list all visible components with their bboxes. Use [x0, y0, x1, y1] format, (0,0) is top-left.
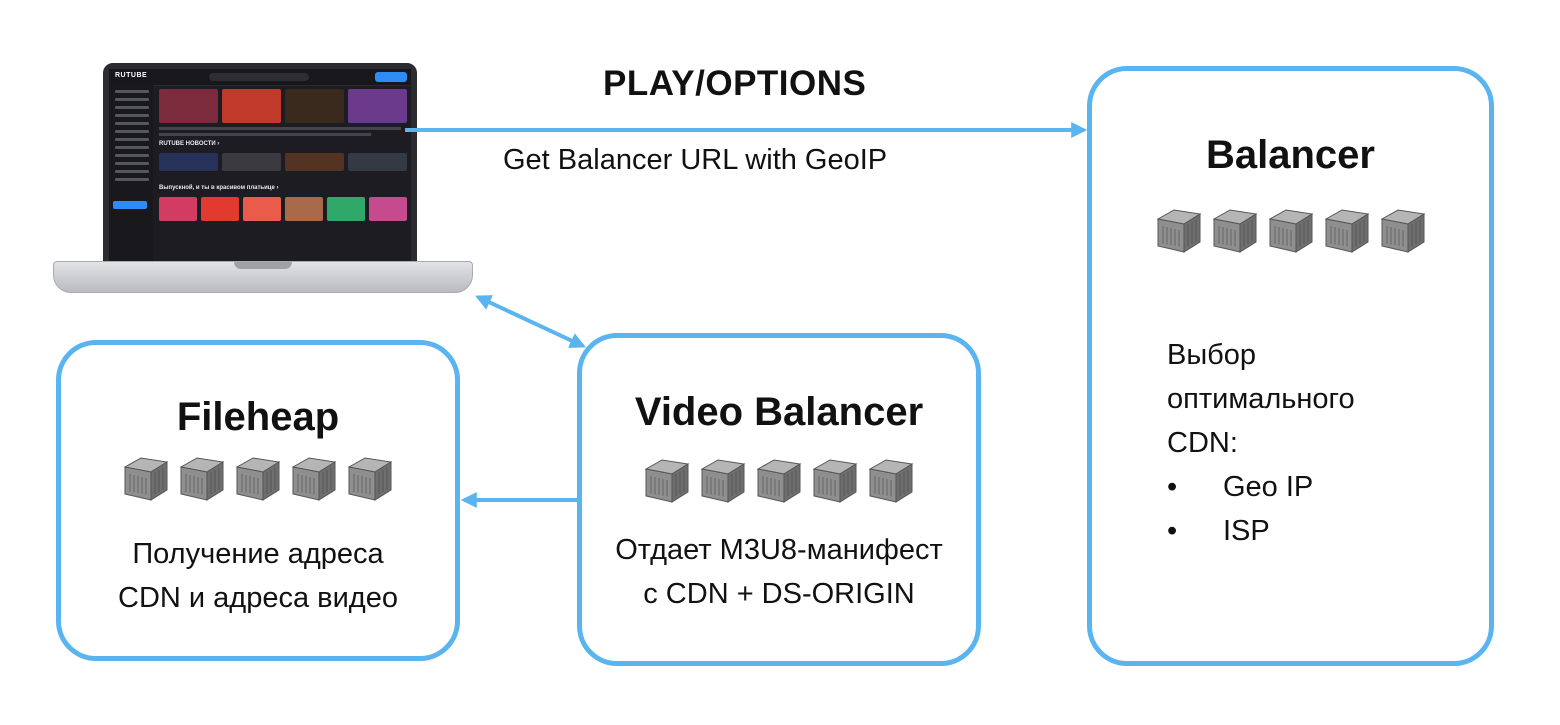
server-icon [700, 459, 746, 503]
server-icon [1212, 209, 1257, 253]
balancer-servers [1092, 206, 1489, 256]
bullet-icon: • [1167, 515, 1178, 547]
fileheap-description: Получение адреса CDN и адреса видео [61, 532, 455, 620]
app-caption-line [159, 133, 371, 136]
arrow-client-video-balancer [475, 295, 586, 348]
app-logo: RUTUBE [115, 72, 148, 79]
fileheap-title: Fileheap [176, 395, 340, 439]
server-icon [123, 457, 169, 501]
fileheap-box: Fileheap Получение адреса CDN и адреса в… [56, 340, 460, 661]
server-icon [1380, 209, 1425, 253]
server-icon [347, 457, 393, 501]
app-login-button [375, 72, 407, 82]
server-icon [1324, 209, 1369, 253]
server-icon [1268, 209, 1313, 253]
app-news-thumbnails [159, 153, 407, 171]
criterion-label: ISP [1223, 515, 1270, 547]
server-icon [756, 459, 802, 503]
fileheap-desc-line: CDN и адреса видео [118, 582, 398, 614]
server-icon [1156, 209, 1201, 253]
request-label: PLAY/OPTIONS [603, 64, 867, 103]
laptop-screen: RUTUBE RUTUBE НОВОСТИ › Выпускной, и ты … [103, 63, 417, 267]
server-icon [812, 459, 858, 503]
video-balancer-desc-line: с CDN + DS-ORIGIN [643, 578, 915, 610]
request-sublabel: Get Balancer URL with GeoIP [503, 144, 888, 176]
video-balancer-title: Video Balancer [634, 390, 924, 434]
app-sidebar [109, 85, 153, 261]
video-balancer-description: Отдает M3U8-манифест с CDN + DS-ORIGIN [582, 528, 976, 616]
video-balancer-box: Video Balancer Отдает M3U8-манифест с CD… [577, 333, 981, 666]
app-section-2: Выпускной, и ты в красивом платьице › [159, 185, 279, 191]
fileheap-desc-line: Получение адреса [132, 538, 384, 570]
balancer-title: Balancer [1206, 133, 1375, 177]
balancer-desc-line: CDN: [1167, 427, 1238, 459]
server-icon [644, 459, 690, 503]
balancer-description: Выбор оптимального CDN: • Geo IP • ISP [1167, 333, 1355, 553]
fileheap-servers [61, 454, 455, 504]
bullet-icon: • [1167, 471, 1178, 503]
app-section-news: RUTUBE НОВОСТИ › [159, 141, 220, 147]
app-caption-line [159, 127, 401, 130]
app-bottom-thumbnails [159, 197, 407, 221]
laptop-notch [234, 262, 292, 269]
video-balancer-desc-line: Отдает M3U8-манифест [615, 534, 943, 566]
server-icon [235, 457, 281, 501]
balancer-desc-line: Выбор [1167, 339, 1257, 371]
balancer-criterion: • ISP [1167, 509, 1355, 553]
app-hero-thumbnails [159, 89, 407, 123]
server-icon [291, 457, 337, 501]
video-balancer-servers [582, 456, 976, 506]
laptop-base [53, 261, 473, 293]
balancer-criterion: • Geo IP [1167, 465, 1355, 509]
app-sidebar-button [113, 201, 147, 209]
server-icon [179, 457, 225, 501]
app-topbar: RUTUBE [109, 69, 411, 86]
balancer-desc-line: оптимального [1167, 383, 1355, 415]
app-search-bar [209, 73, 309, 81]
balancer-box: Balancer Выбор оптимального CDN: • Geo IP… [1087, 66, 1494, 666]
criterion-label: Geo IP [1223, 471, 1314, 503]
server-icon [868, 459, 914, 503]
